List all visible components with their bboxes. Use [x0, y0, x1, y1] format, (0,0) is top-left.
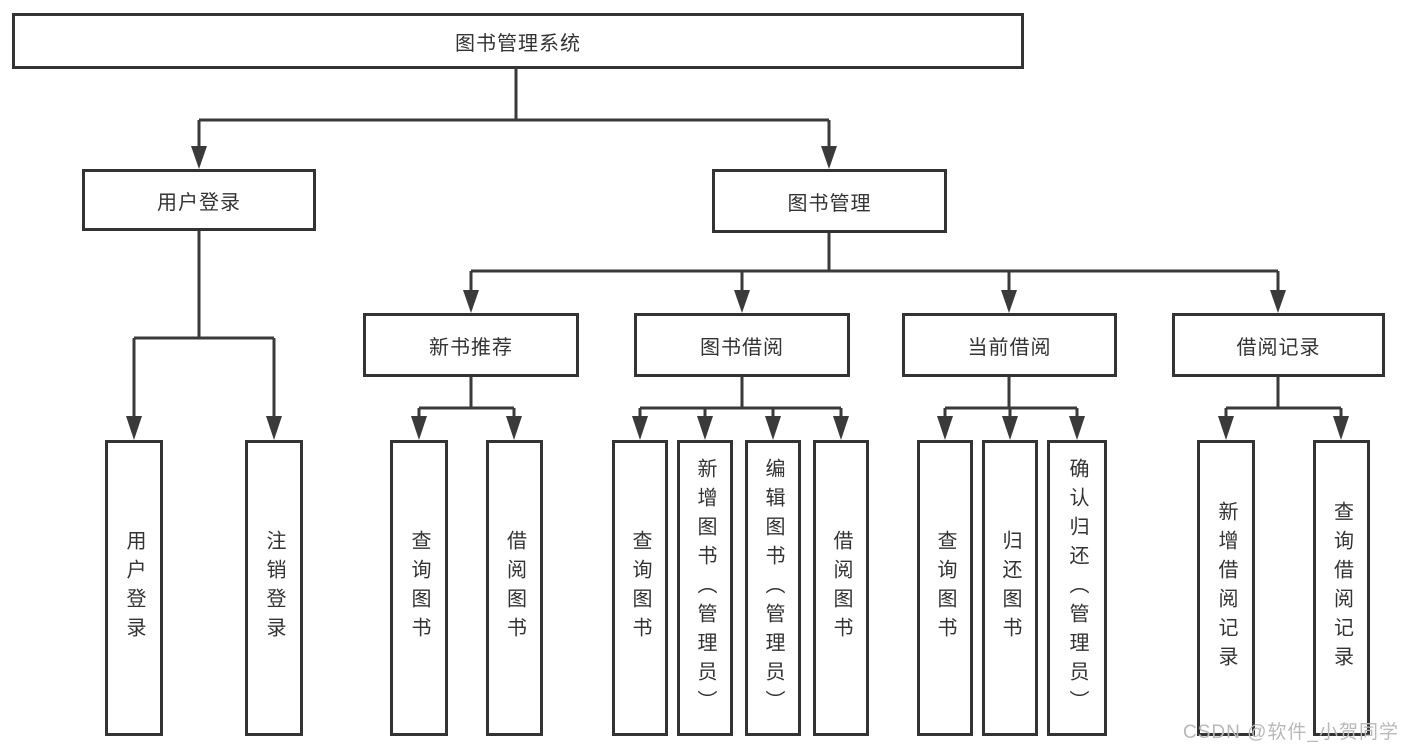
leaf-label: 查询借阅记录: [1330, 501, 1353, 675]
csdn-watermark: CSDN @软件_小贺同学: [1183, 722, 1399, 743]
node-label: 图书管理: [787, 192, 872, 215]
leaf-label: 查询图书: [629, 530, 651, 646]
leaf-label: 借阅图书: [830, 530, 852, 646]
leaf-return-books: 归还图书: [982, 440, 1038, 736]
node-current-borrow: 当前借阅: [902, 313, 1117, 377]
leaf-borrow-books: 借阅图书: [813, 440, 869, 736]
leaf-query-borrow-record: 查询借阅记录: [1313, 440, 1370, 736]
leaf-query-books-current: 查询图书: [917, 440, 973, 736]
leaf-borrow-books-recommend: 借阅图书: [486, 440, 543, 736]
leaf-label: 借阅图书: [503, 530, 526, 646]
leaf-label: 新增图书（管理员）: [694, 457, 716, 719]
node-borrow-records: 借阅记录: [1172, 313, 1385, 377]
node-new-book-recommend: 新书推荐: [363, 313, 579, 377]
node-book-borrow: 图书借阅: [634, 313, 850, 377]
leaf-label: 确认归还（管理员）: [1066, 457, 1088, 719]
node-label: 用户登录: [157, 191, 241, 214]
node-label: 当前借阅: [967, 336, 1052, 359]
leaf-add-borrow-record: 新增借阅记录: [1197, 440, 1255, 736]
leaf-add-books-admin: 新增图书（管理员）: [677, 440, 733, 736]
leaf-label: 注销登录: [263, 530, 285, 646]
node-label: 图书管理系统: [455, 32, 581, 55]
leaf-user-login: 用户登录: [105, 440, 163, 736]
leaf-confirm-return-admin: 确认归还（管理员）: [1047, 440, 1107, 736]
node-label: 借阅记录: [1236, 336, 1321, 359]
leaf-query-books-borrow: 查询图书: [612, 440, 668, 736]
node-book-management: 图书管理: [712, 169, 947, 233]
node-user-login: 用户登录: [82, 169, 316, 231]
leaf-label: 查询图书: [934, 530, 956, 646]
leaf-label: 用户登录: [123, 530, 145, 646]
leaf-label: 归还图书: [999, 530, 1021, 646]
node-label: 图书借阅: [700, 336, 784, 359]
leaf-logout: 注销登录: [245, 440, 303, 736]
leaf-edit-books-admin: 编辑图书（管理员）: [745, 440, 801, 736]
leaf-label: 查询图书: [408, 530, 430, 646]
node-label: 新书推荐: [429, 336, 513, 359]
node-library-system: 图书管理系统: [12, 13, 1024, 69]
leaf-query-books-recommend: 查询图书: [390, 440, 448, 736]
leaf-label: 编辑图书（管理员）: [762, 457, 784, 719]
leaf-label: 新增借阅记录: [1215, 501, 1237, 675]
